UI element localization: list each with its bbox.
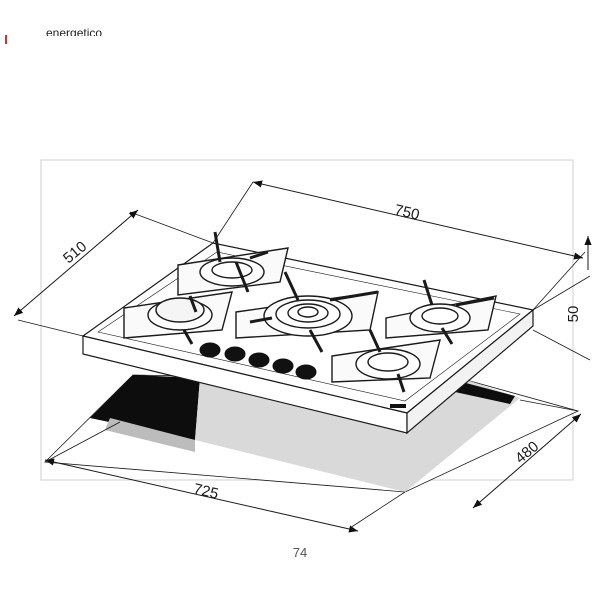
burner-rear-left — [177, 231, 289, 296]
clipped-caption-text: energetico — [46, 26, 103, 36]
control-knobs — [199, 342, 317, 380]
dimension-line-750 — [252, 180, 584, 260]
burner-rear-right — [385, 279, 497, 345]
dimension-line-510 — [13, 209, 139, 317]
dimension-line-480 — [472, 413, 582, 509]
brand-badge — [390, 404, 406, 408]
label-510: 510 — [60, 238, 90, 267]
red-margin-mark — [5, 35, 7, 44]
page-number: 74 — [292, 545, 308, 560]
burner-center-wok — [235, 271, 379, 353]
dimension-line-725 — [44, 458, 359, 533]
dimension-lines — [13, 180, 592, 533]
label-50: 50 — [565, 306, 582, 323]
burner-front-right — [331, 329, 441, 393]
label-750: 750 — [393, 202, 421, 224]
label-480: 480 — [512, 438, 542, 467]
burner-front-left — [123, 291, 233, 345]
label-725: 725 — [192, 481, 220, 503]
extension-lines — [17, 181, 591, 529]
